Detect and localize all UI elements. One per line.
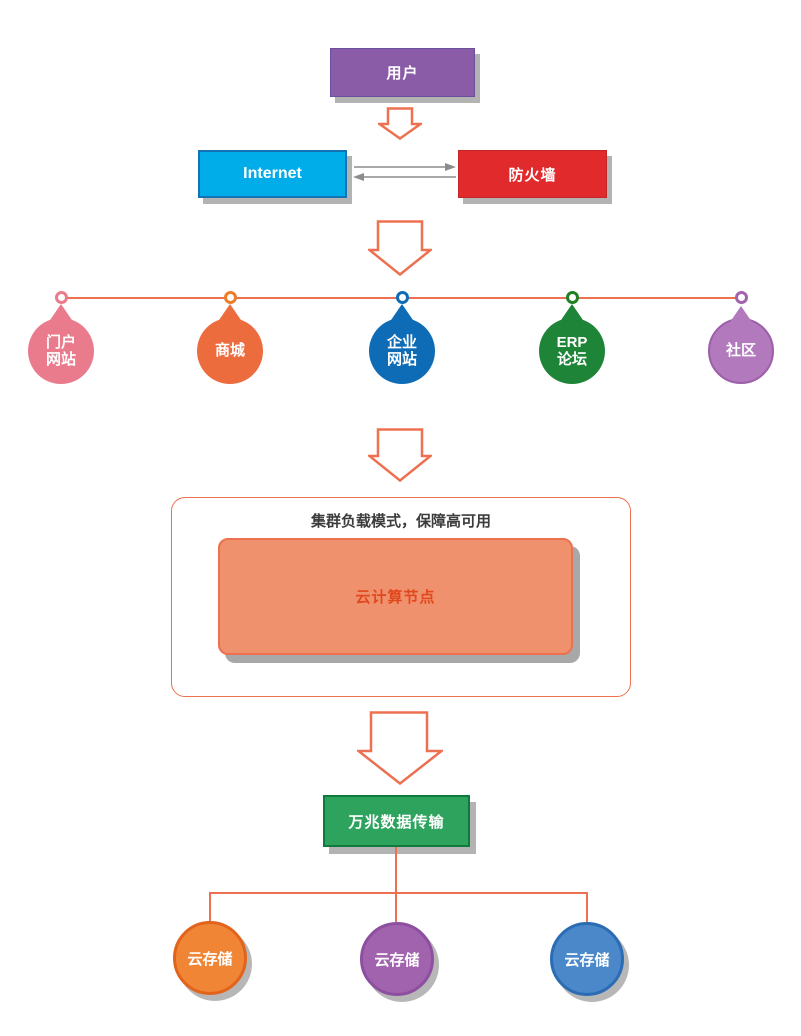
service-label: 门户	[45, 333, 76, 351]
down-arrow-icon	[378, 107, 422, 140]
cluster-title: 集群负载模式，保障高可用	[310, 513, 491, 530]
connector-line	[395, 893, 397, 922]
connector-line	[209, 892, 588, 894]
service-balloon-portal: 门户 网站	[28, 304, 94, 384]
balloon-tail	[728, 306, 754, 325]
cloud-compute-node: 云计算节点	[218, 538, 573, 655]
timeline-marker-portal	[55, 291, 68, 304]
service-label: 论坛	[556, 351, 587, 368]
service-balloon-erp: ERP 论坛	[539, 304, 605, 384]
balloon-tail	[559, 304, 585, 323]
storage-node-2: 云存储	[360, 922, 434, 996]
cloud-compute-node-label: 云计算节点	[355, 589, 436, 606]
storage-node-3: 云存储	[550, 922, 624, 996]
connector-line	[209, 893, 211, 922]
cluster-frame: 集群负载模式，保障高可用 云计算节点	[171, 497, 631, 697]
balloon-tail	[389, 304, 415, 323]
down-arrow-icon	[368, 428, 432, 482]
user-node-label: 用户	[386, 65, 419, 82]
service-balloon-community: 社区	[708, 306, 774, 384]
storage-node-label: 云存储	[374, 951, 420, 969]
connector-line	[395, 847, 397, 893]
service-balloon-mall: 商城	[197, 304, 263, 384]
storage-node-label: 云存储	[564, 951, 610, 969]
service-label: 网站	[45, 351, 76, 368]
timeline-marker-erp	[566, 291, 579, 304]
internet-node: Internet	[198, 150, 347, 198]
balloon-tail	[48, 304, 74, 323]
storage-node-label: 云存储	[187, 950, 233, 968]
firewall-node-label: 防火墙	[508, 166, 557, 184]
connector-line	[586, 893, 588, 922]
balloon-tail	[217, 304, 243, 323]
internet-node-label: Internet	[243, 165, 302, 182]
timeline-marker-mall	[224, 291, 237, 304]
service-label: ERP	[556, 333, 588, 351]
service-balloon-enterprise: 企业 网站	[369, 304, 435, 384]
service-label: 社区	[725, 342, 756, 360]
bidirectional-arrow-icon	[353, 163, 456, 181]
transfer-node: 万兆数据传输	[323, 795, 470, 847]
transfer-node-label: 万兆数据传输	[348, 813, 445, 831]
down-arrow-icon	[357, 711, 443, 785]
service-label: 商城	[214, 342, 245, 360]
service-label: 网站	[386, 351, 417, 368]
timeline-marker-community	[735, 291, 748, 304]
timeline-marker-enterprise	[396, 291, 409, 304]
user-node: 用户	[330, 48, 475, 97]
storage-node-1: 云存储	[173, 921, 247, 995]
service-label: 企业	[386, 333, 417, 351]
down-arrow-icon	[368, 220, 432, 276]
firewall-node: 防火墙	[458, 150, 607, 198]
